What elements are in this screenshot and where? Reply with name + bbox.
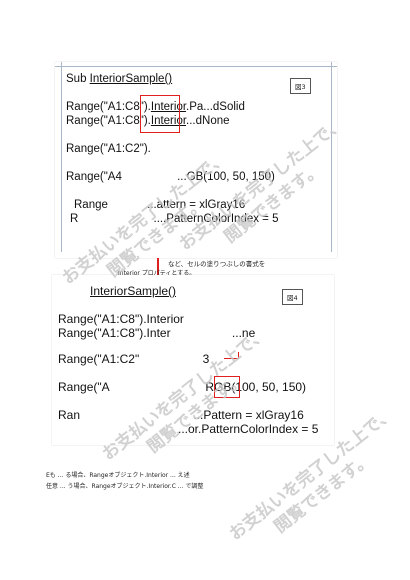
code-text-underlined: Interior — [150, 101, 187, 113]
code-text: ...dNone — [186, 115, 230, 127]
code-text: ....PatternColorIndex = 5 — [153, 213, 279, 225]
code-text: Sub — [66, 73, 90, 85]
code-text: 3 — [202, 352, 210, 366]
highlight-connector — [238, 352, 239, 359]
highlight-box — [214, 376, 240, 398]
highlight-connector — [224, 358, 238, 359]
highlight-box — [140, 95, 180, 133]
code-text: Range("A1:C8").Interior — [58, 312, 184, 326]
code-text-underlined: Interior — [150, 115, 187, 127]
guide-line — [55, 66, 337, 67]
code-line: Range("A1:C8").Interior.Pa...dSolid — [66, 100, 245, 114]
arrow-down-icon — [157, 258, 159, 278]
code-text: Range("A4 — [66, 171, 122, 183]
code-text-underlined: InteriorSample() — [89, 73, 173, 85]
code-line: InteriorSample() — [68, 284, 176, 298]
figure-label: 図4 — [282, 289, 303, 305]
footer-line: Eも ... る場合、Rangeオブジェクト.Interior ... え述 — [46, 472, 190, 479]
code-line: Range("A1:C2" 3 — [58, 352, 209, 366]
caption-line: Interior プロパティとする。 — [118, 270, 196, 277]
code-text: Ran — [58, 408, 81, 422]
code-text: Range("A1:C8").Inter — [58, 326, 171, 340]
code-line: Range("A1:C2"). — [66, 142, 151, 156]
code-line: Range("A RGB(100, 50, 150) — [58, 380, 306, 394]
code-text: ...GB(100, 50, 150) — [177, 171, 275, 183]
code-line: Range("A4 ...GB(100, 50, 150) — [66, 170, 275, 184]
code-line: Range("A1:C8").Inter ...ne — [58, 326, 255, 340]
code-text-underlined: InteriorSample() — [90, 284, 177, 298]
footer-line: 任意 ... う場合、Rangeオブジェクト.Interior.C ... で調… — [46, 483, 204, 490]
code-line: Range ...attern = xlGray16 — [74, 198, 245, 212]
code-line: R ....PatternColorIndex = 5 — [70, 212, 279, 226]
guide-line — [61, 62, 62, 252]
figure-1-panel — [55, 62, 337, 258]
code-text: Range("A1:C2" — [58, 352, 140, 366]
code-text: Range("A1:C2"). — [66, 143, 151, 155]
code-text: ...ne — [231, 326, 256, 340]
code-text: Range("A1:C8"). — [66, 115, 151, 127]
code-text: Range — [74, 199, 108, 211]
code-text: ...or.PatternColorIndex = 5 — [178, 422, 319, 436]
caption-line: など、セルの塗りつぶしの書式を — [168, 260, 266, 268]
code-text: Range("A1:C8"). — [66, 101, 151, 113]
guide-line — [331, 62, 332, 252]
code-line: Sub InteriorSample() — [66, 72, 172, 86]
code-line: Range("A1:C8").Interior...dNone — [66, 114, 230, 128]
code-text: .Pa...dSolid — [186, 101, 245, 113]
code-text: RGB(100, 50, 150) — [205, 380, 307, 394]
code-text: R — [70, 213, 79, 225]
code-text: ...Pattern = xlGray16 — [193, 408, 304, 422]
code-text: ...attern = xlGray16 — [147, 199, 246, 211]
code-line: Ran ...Pattern = xlGray16 — [58, 408, 304, 422]
figure-label: 図3 — [290, 78, 311, 94]
code-line: ...or.PatternColorIndex = 5 — [58, 422, 318, 436]
code-line: Range("A1:C8").Interior — [58, 312, 184, 326]
code-text: Range("A — [58, 380, 109, 394]
